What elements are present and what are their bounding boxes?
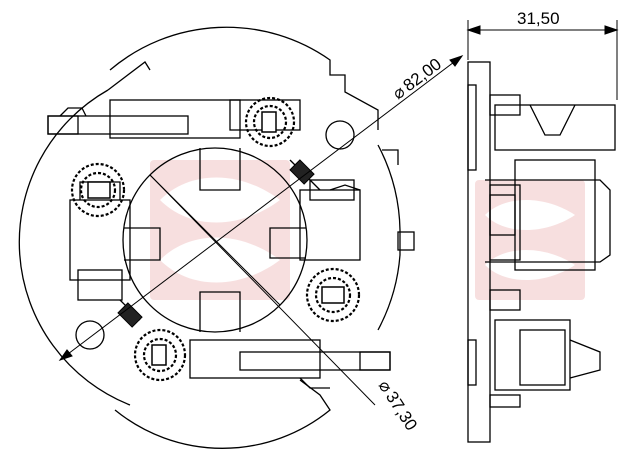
coil-spring-icon — [305, 267, 361, 323]
side-view — [467, 61, 616, 443]
inner-diameter-label: ⌀37,30 — [375, 377, 421, 434]
coil-spring-icon — [244, 96, 296, 148]
width-dimension — [466, 20, 619, 100]
coil-spring-icon — [133, 328, 187, 382]
mount-hole-top — [325, 120, 355, 150]
front-view — [18, 26, 415, 449]
dimension-lines-front — [58, 55, 464, 406]
brush-contact — [117, 159, 315, 328]
overall-width-label: 31,50 — [517, 9, 560, 28]
mount-hole-left — [75, 320, 105, 350]
coil-spring-icon — [70, 162, 126, 218]
outer-ring-right-arc — [377, 144, 401, 331]
outer-diameter-label: ⌀82,00 — [389, 54, 445, 103]
logo-watermark-icon — [150, 160, 290, 300]
outer-ring-bottom-arc — [114, 379, 331, 449]
commutator-circle — [122, 147, 308, 333]
logo-watermark-icon — [475, 180, 585, 300]
outer-ring-top-arc — [109, 26, 379, 130]
outer-ring-left-arc — [18, 89, 131, 406]
